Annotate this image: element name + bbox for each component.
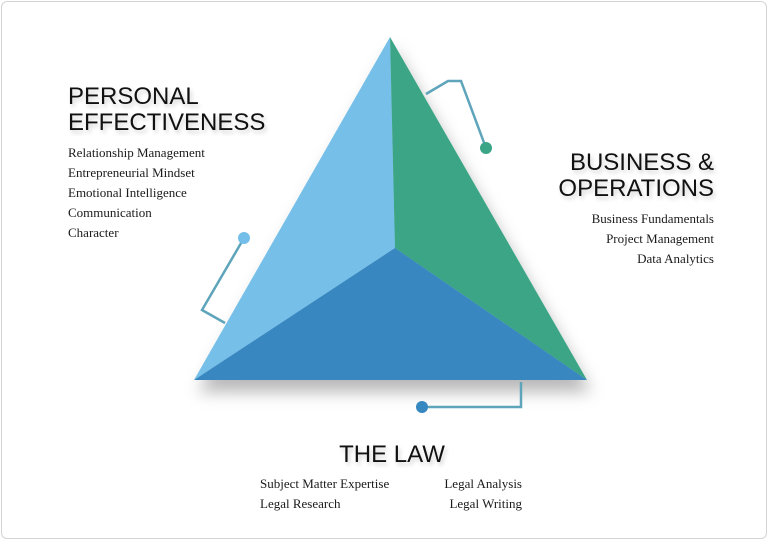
the-law-list-right: Legal Analysis Legal Writing (444, 474, 522, 514)
business-operations-list: Business Fundamentals Project Management… (592, 209, 714, 269)
connector-dot-business (480, 142, 492, 154)
the-law-heading: THE LAW (339, 441, 445, 468)
connector-dot-personal (238, 232, 250, 244)
heading-line: PERSONAL (68, 83, 199, 110)
list-item: Relationship Management (68, 145, 205, 160)
list-item: Business Fundamentals (591, 211, 714, 226)
the-law-list-left: Subject Matter Expertise Legal Research (260, 474, 389, 514)
heading-line: BUSINESS & (569, 149, 714, 176)
connector-dot-law (416, 401, 428, 413)
face-business-operations (390, 37, 587, 380)
heading-line: EFFECTIVENESS (68, 109, 266, 136)
list-item: Communication (68, 205, 152, 220)
personal-effectiveness-list: Relationship Management Entrepreneurial … (68, 143, 205, 243)
connector-line-business (425, 79, 488, 149)
list-item: Legal Writing (449, 496, 522, 511)
list-item: Entrepreneurial Mindset (68, 165, 195, 180)
personal-effectiveness-heading: PERSONAL EFFECTIVENESS (68, 84, 265, 136)
list-item: Legal Analysis (444, 476, 522, 491)
heading-line: OPERATIONS (558, 175, 714, 202)
list-item: Emotional Intelligence (68, 185, 187, 200)
list-item: Data Analytics (637, 251, 714, 266)
connector-line-law (422, 382, 523, 409)
list-item: Subject Matter Expertise (260, 476, 390, 491)
list-item: Character (68, 225, 119, 240)
business-operations-heading: BUSINESS & OPERATIONS (558, 150, 714, 202)
list-item: Project Management (606, 231, 714, 246)
connector-line-personal (200, 237, 246, 325)
face-the-law (194, 248, 587, 380)
list-item: Legal Research (260, 496, 341, 511)
face-personal-effectiveness (194, 37, 395, 380)
triangle-pyramid (194, 37, 587, 380)
